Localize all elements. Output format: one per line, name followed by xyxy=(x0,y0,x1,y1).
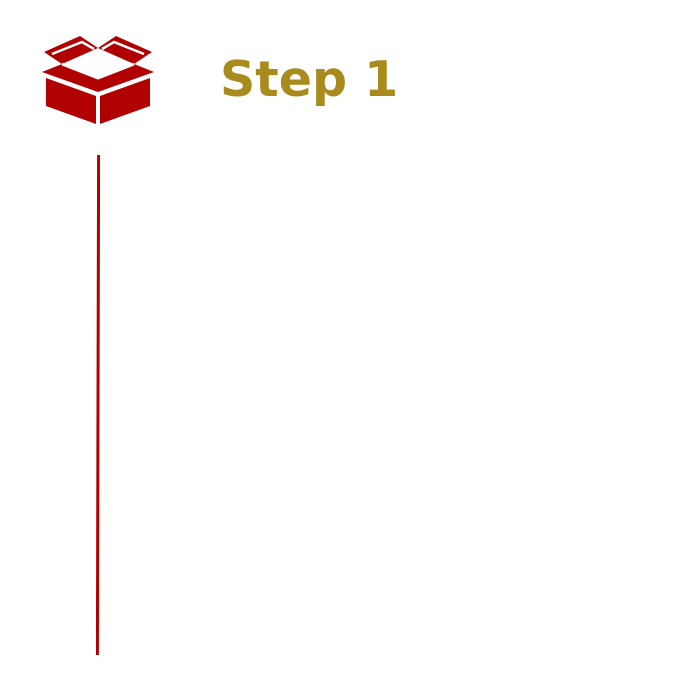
timeline-line xyxy=(96,155,100,655)
step-title: Step 1 xyxy=(220,51,399,108)
open-box-icon xyxy=(40,34,156,126)
